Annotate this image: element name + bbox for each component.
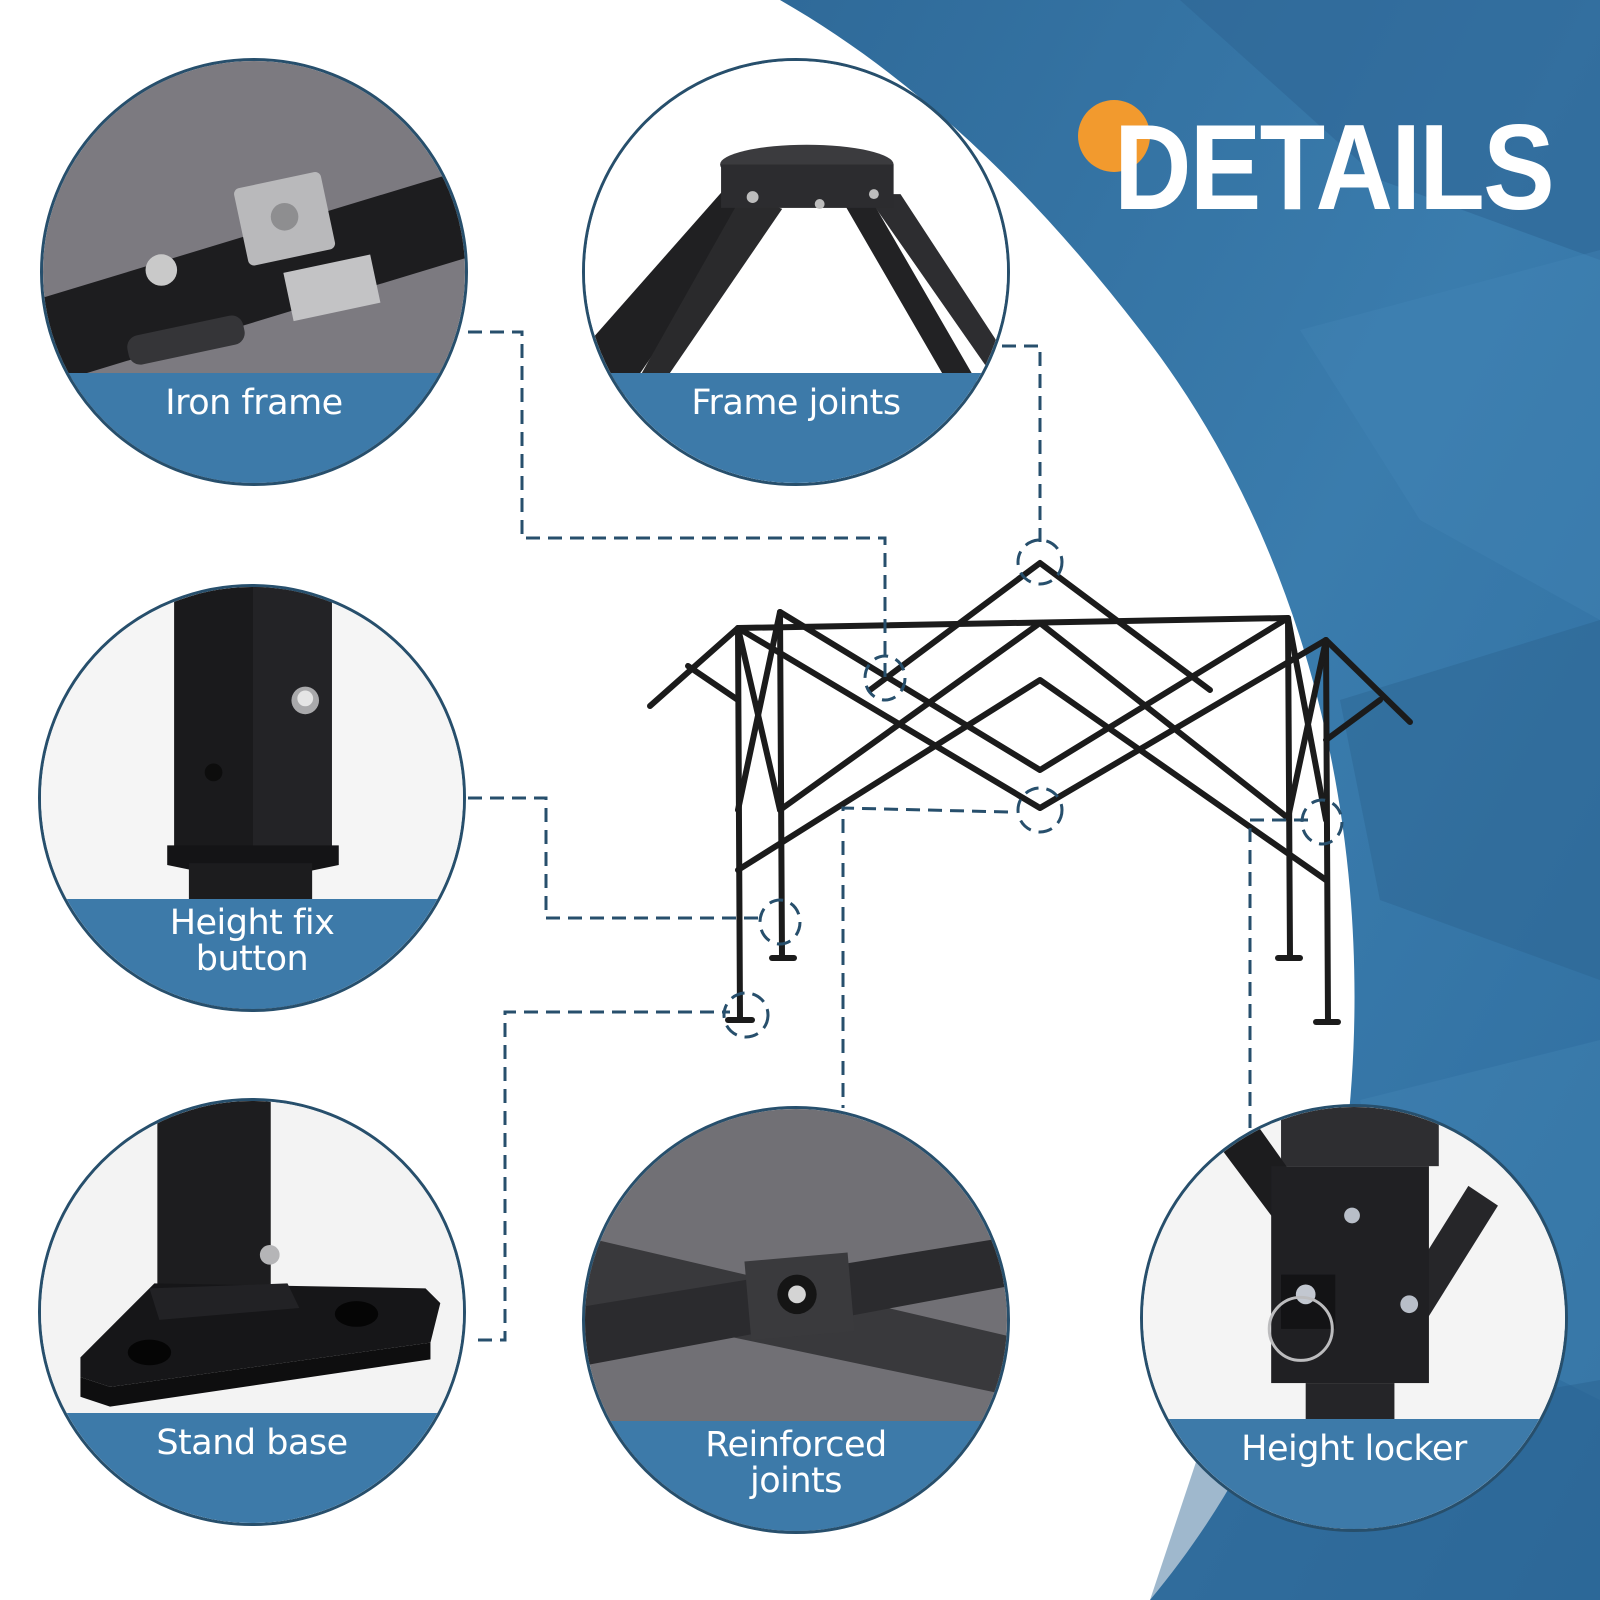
label-band: Height locker [1143,1419,1565,1529]
callout-height-fix-button: Height fix button [38,584,466,1012]
callout-label-line2: joints [749,1461,843,1501]
callout-label-line1: Height fix [169,903,335,943]
callout-reinforced-joints: Reinforced joints [582,1106,1010,1534]
page-title: DETAILS [1114,99,1555,235]
label-band: Reinforced joints [585,1421,1007,1531]
callout-label: Stand base [156,1423,348,1463]
label-band: Frame joints [585,373,1007,483]
callout-label: Height locker [1241,1429,1467,1469]
callout-label-line2: button [195,939,309,979]
details-heading: DETAILS [1078,100,1598,240]
label-band: Height fix button [41,899,463,1009]
callout-label: Frame joints [691,383,901,423]
callout-label-line1: Reinforced [705,1425,887,1465]
callout-label: Iron frame [165,383,343,423]
label-band: Iron frame [43,373,465,483]
callout-height-locker: Height locker [1140,1104,1568,1532]
orange-dot-decoration [1078,100,1150,172]
callout-iron-frame: Iron frame [40,58,468,486]
label-band: Stand base [41,1413,463,1523]
callout-frame-joints: Frame joints [582,58,1010,486]
callout-stand-base: Stand base [38,1098,466,1526]
